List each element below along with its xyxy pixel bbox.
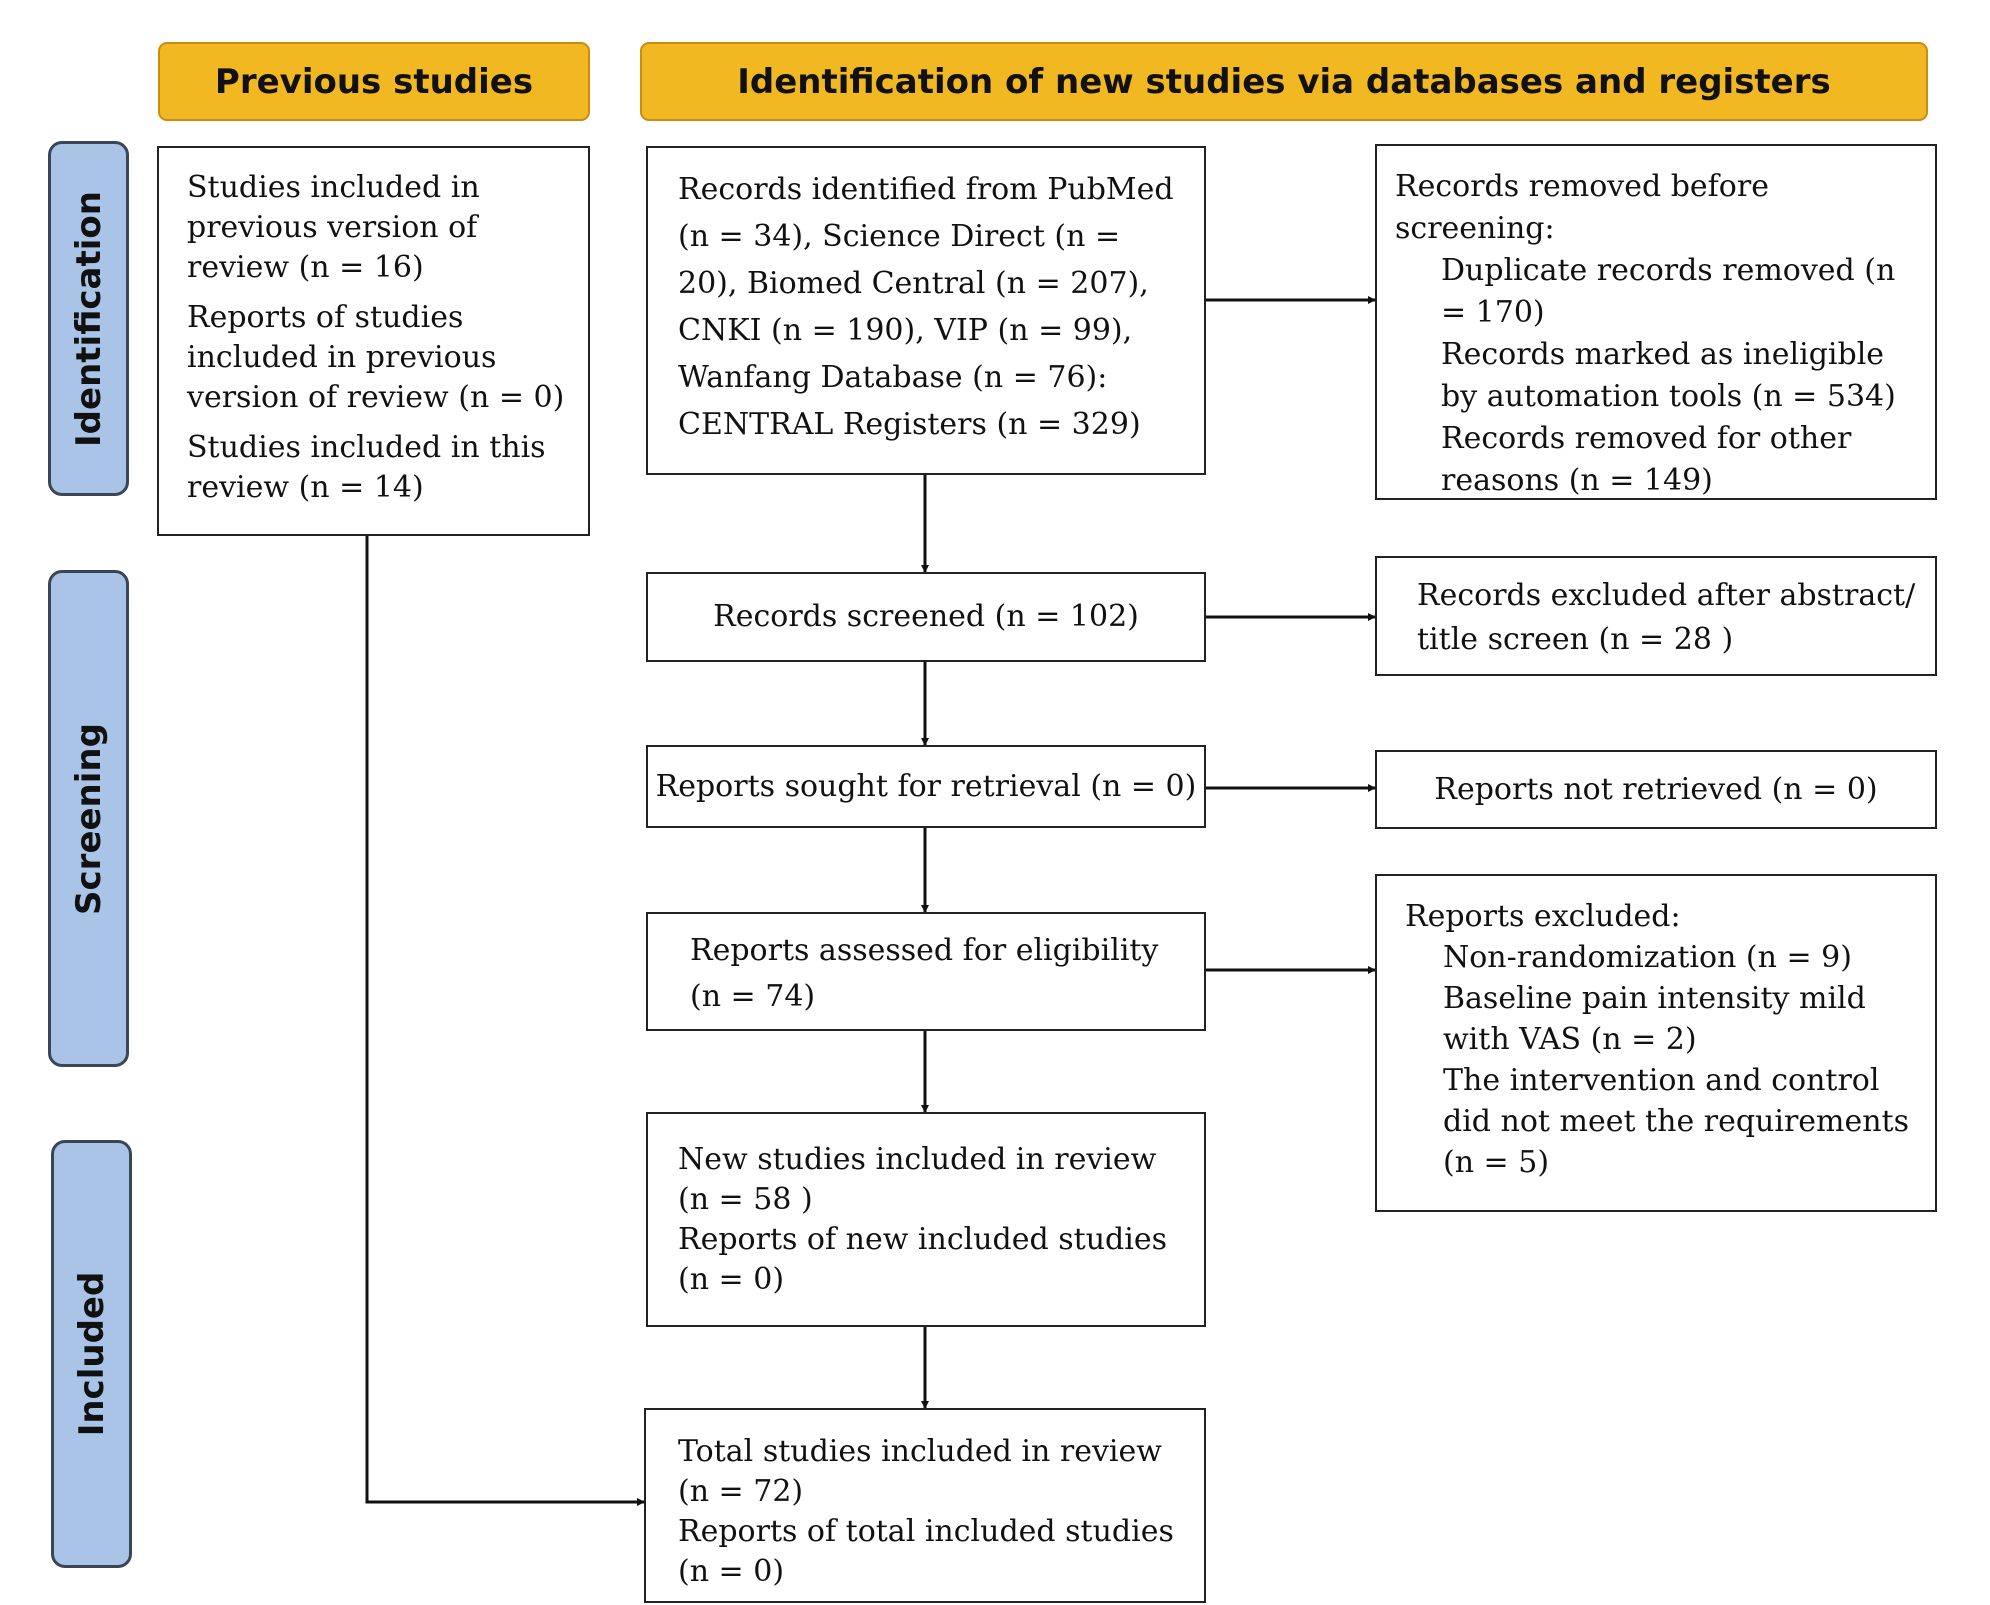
records-excluded-text: Records excluded after abstract/ title s… [1417,578,1916,657]
new-studies-included-box: New studies included in review (n = 58 )… [646,1112,1206,1327]
reports-sought-box: Reports sought for retrieval (n = 0) [646,745,1206,828]
new-studies-included-text: New studies included in review (n = 58 ) [678,1142,1157,1217]
total-reports-included-text: Reports of total included studies (n = 0… [678,1514,1174,1589]
stage-included: Included [51,1140,132,1568]
total-studies-included-text: Total studies included in review (n = 72… [678,1434,1162,1509]
previous-studies-included: Studies included in previous version of … [187,170,480,285]
duplicate-records-removed: Duplicate records removed (n = 170) [1441,253,1896,330]
records-identified-text: Records identified from PubMed (n = 34),… [678,172,1174,442]
intervention-control-excluded: The intervention and control did not mee… [1443,1063,1910,1180]
reports-excluded-box: Reports excluded: Non-randomization (n =… [1375,874,1937,1212]
new-studies-header: Identification of new studies via databa… [640,42,1928,121]
records-identified-box: Records identified from PubMed (n = 34),… [646,146,1206,475]
reports-not-retrieved-text: Reports not retrieved (n = 0) [1434,771,1878,807]
new-reports-included-text: Reports of new included studies (n = 0) [678,1222,1167,1297]
reports-sought-text: Reports sought for retrieval (n = 0) [655,768,1197,804]
stage-screening: Screening [48,570,129,1067]
previous-reports-included: Reports of studies included in previous … [187,300,565,415]
previous-studies-header: Previous studies [158,42,590,121]
reports-assessed-text: Reports assessed for eligibility (n = 74… [690,933,1159,1014]
other-reasons-removed: Records removed for other reasons (n = 1… [1441,421,1852,498]
non-randomization-excluded: Non-randomization (n = 9) [1443,940,1852,975]
studies-included-this-review: Studies included in this review (n = 14) [187,430,546,505]
reports-excluded-title: Reports excluded: [1405,899,1681,934]
previous-studies-box: Studies included in previous version of … [157,146,590,536]
records-screened-box: Records screened (n = 102) [646,572,1206,662]
reports-assessed-box: Reports assessed for eligibility (n = 74… [646,912,1206,1031]
records-excluded-box: Records excluded after abstract/ title s… [1375,556,1937,676]
reports-not-retrieved-box: Reports not retrieved (n = 0) [1375,750,1937,829]
records-removed-title: Records removed before screening: [1395,169,1769,246]
total-studies-included-box: Total studies included in review (n = 72… [644,1408,1206,1603]
baseline-pain-excluded: Baseline pain intensity mild with VAS (n… [1443,981,1866,1057]
ineligible-automation-removed: Records marked as ineligible by automati… [1441,337,1896,414]
stage-identification: Identification [48,141,129,496]
arrow-previous-to-total [365,536,645,1506]
records-removed-box: Records removed before screening: Duplic… [1375,144,1937,500]
records-screened-text: Records screened (n = 102) [713,599,1139,634]
